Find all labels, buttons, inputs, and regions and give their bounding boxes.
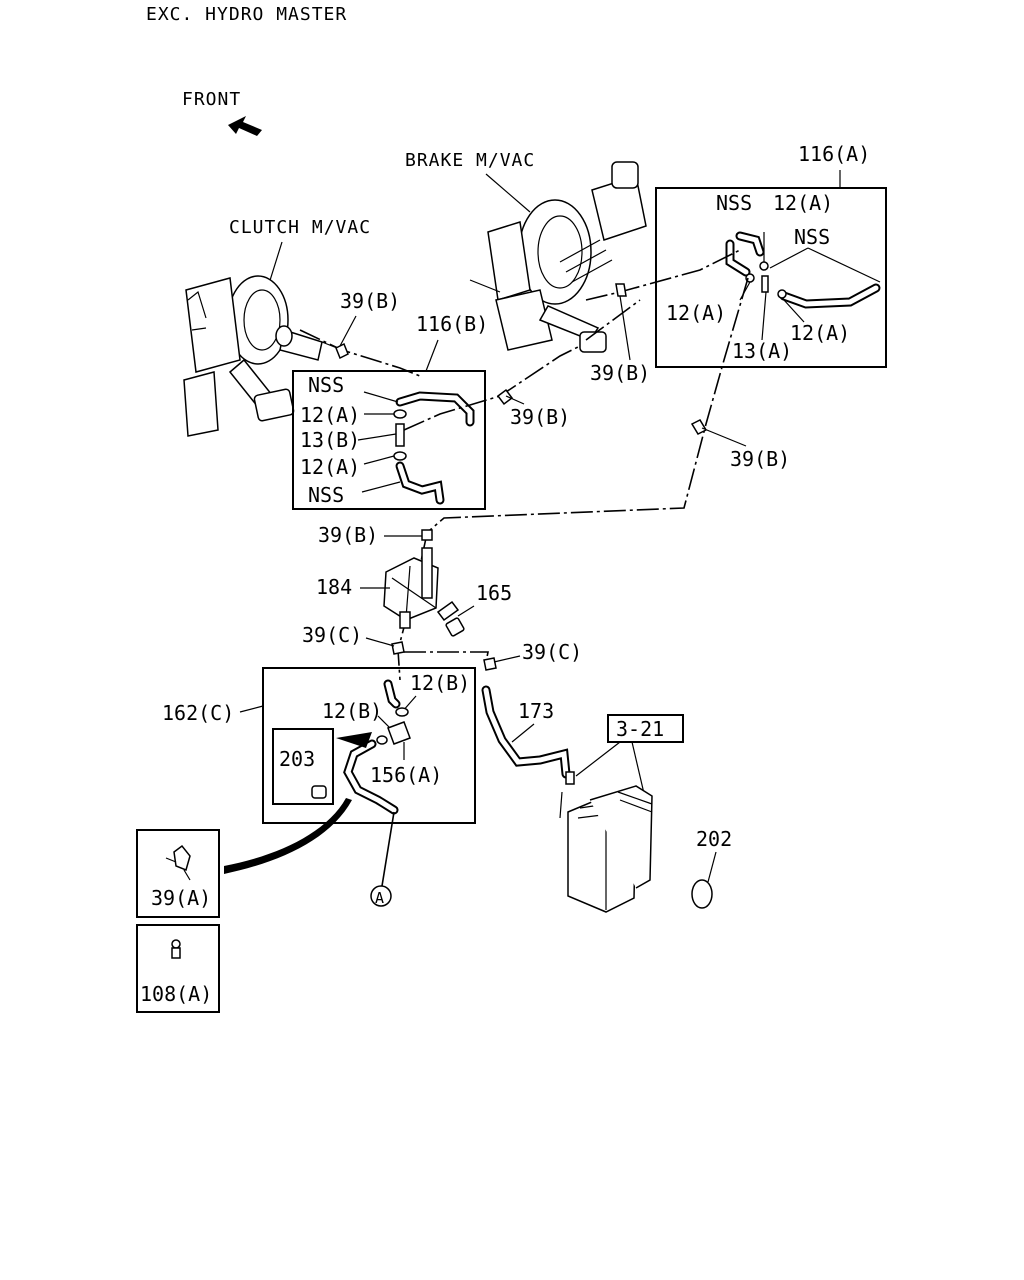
brake-mvac-label: BRAKE M/VAC (405, 150, 535, 171)
sub-part-203-frame (272, 728, 334, 805)
clutch-mvac-assembly: CLUTCH M/VAC (183, 217, 371, 437)
hose-to-connector-a: A (370, 811, 395, 907)
callout-clip-b-2: 39(B) (510, 405, 570, 429)
group-116a: 116(A) NSS 12(A) NSS 12(A) 12(A) 13(A) (655, 142, 887, 368)
group-116a-nss-2: NSS (794, 225, 830, 249)
sub-part-203-label: 203 (279, 747, 315, 771)
connector-a-marker (370, 885, 392, 907)
callout-clip-c-1: 39(C) (302, 623, 362, 647)
detail-box-bolt-a: 108(A) (136, 924, 220, 1013)
callout-clip-c-2: 39(C) (522, 640, 582, 664)
detail-box-bolt-a-frame (136, 924, 220, 1013)
ref-3-21-frame (607, 714, 684, 743)
group-116a-clamp-2: 12(A) (666, 301, 726, 325)
group-116a-nss-1: NSS (716, 191, 752, 215)
group-162c-valve: 156(A) (370, 763, 442, 787)
group-116b-ref: 116(B) (416, 312, 488, 336)
group-116b-nss-2: NSS (308, 483, 344, 507)
brake-mvac-assembly: BRAKE M/VAC (405, 150, 647, 353)
group-162c-ref: 162(C) (162, 701, 234, 725)
detail-bolt-a-label: 108(A) (140, 982, 212, 1006)
part-184-label: 184 (316, 575, 352, 599)
group-116b-nss-1: NSS (308, 373, 344, 397)
part-202-label: 202 (696, 827, 732, 851)
group-162c-frame (262, 667, 476, 824)
front-label: FRONT (182, 89, 241, 110)
front-indicator: FRONT (182, 89, 262, 136)
detail-pointer-curve (224, 798, 352, 874)
callout-clip-b-5: 39(B) (318, 523, 378, 547)
connector-a-label: A (375, 889, 384, 907)
part-165-bolt: 165 (436, 581, 512, 637)
part-165-label: 165 (476, 581, 512, 605)
group-116a-clamp-1: 12(A) (773, 191, 833, 215)
callout-clip-b-1: 39(B) (340, 289, 400, 313)
detail-clip-a-label: 39(A) (151, 886, 211, 910)
group-116a-clamp-3: 12(A) (790, 321, 850, 345)
group-116b: 116(B) NSS 12(A) 13(B) 12(A) NSS (292, 312, 488, 510)
group-116a-ref: 116(A) (798, 142, 870, 166)
clip-markers (335, 283, 708, 671)
group-116b-clamp-1: 12(A) (300, 403, 360, 427)
part-202-ring: 202 (691, 827, 732, 909)
header-title: EXC. HYDRO MASTER (146, 4, 347, 25)
canister-assembly: 3-21 (559, 714, 684, 913)
group-116b-clamp-2: 12(A) (300, 455, 360, 479)
group-162c-clamp-1: 12(B) (410, 671, 470, 695)
part-173-label: 173 (518, 699, 554, 723)
front-arrow-icon (228, 116, 262, 136)
group-116a-joint: 13(A) (732, 339, 792, 363)
clutch-mvac-label: CLUTCH M/VAC (229, 217, 371, 238)
part-173-hose: 173 (481, 685, 571, 779)
detail-box-clip-a: 39(A) (136, 829, 220, 918)
detail-box-clip-a-frame (136, 829, 220, 918)
group-116b-frame (292, 370, 486, 510)
callout-clip-b-4: 39(B) (730, 447, 790, 471)
group-116b-joint: 13(B) (300, 428, 360, 452)
part-184-tank: 184 (316, 547, 439, 629)
callout-clip-b-3: 39(B) (590, 361, 650, 385)
group-162c: 162(C) 12(B) 12(B) 156(A) 203 (162, 667, 476, 824)
ref-3-21-label: 3-21 (616, 717, 664, 741)
group-162c-clamp-2: 12(B) (322, 699, 382, 723)
group-116a-frame (655, 187, 887, 368)
